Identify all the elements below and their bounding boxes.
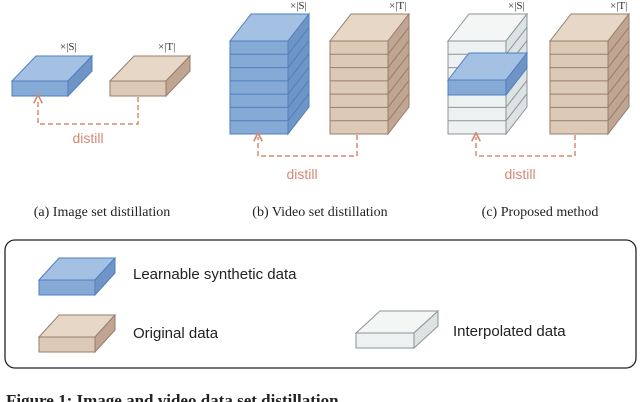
- legend-original-label: Original data: [133, 325, 219, 342]
- distill-label: distill: [504, 166, 535, 182]
- frame-divider: [330, 80, 410, 108]
- legend: Learnable synthetic data Original data I…: [4, 239, 637, 369]
- original-count-label: ×|T|: [610, 0, 627, 12]
- original-video-stack: [328, 12, 411, 136]
- synthetic-video-stack: [228, 12, 311, 136]
- learnable-synthetic-slab: [446, 51, 529, 97]
- frame-divider: [550, 66, 630, 95]
- frame-divider: [550, 80, 630, 108]
- frame-divider: [330, 93, 410, 122]
- frame-divider: [330, 26, 410, 55]
- legend-interpolated-label: Interpolated data: [453, 323, 566, 340]
- frame-divider: [230, 26, 310, 55]
- synthetic-count-label: ×|S|: [508, 0, 525, 12]
- frame-divider: [230, 93, 310, 122]
- panel-caption: (c) Proposed method: [482, 205, 599, 220]
- distill-arrow: [476, 135, 576, 157]
- panel-proposed-method: ×|S| ×|T| distill (c) Proposed method: [446, 0, 631, 220]
- frame-divider: [448, 80, 528, 108]
- legend-synthetic-label: Learnable synthetic data: [133, 266, 297, 283]
- frame-divider: [330, 53, 410, 82]
- synthetic-image-slab: [10, 54, 94, 98]
- synthetic-count-label: ×|S|: [60, 41, 77, 53]
- distill-arrow: [258, 135, 358, 157]
- frame-divider: [230, 80, 310, 108]
- frame-divider: [330, 66, 410, 95]
- frame-divider: [230, 40, 310, 69]
- distill-label: distill: [72, 130, 103, 146]
- figure-caption: Figure 1: Image and video data set disti…: [6, 391, 339, 402]
- frame-divider: [550, 40, 630, 69]
- frame-divider: [448, 93, 528, 122]
- panel-caption: (b) Video set distillation: [252, 205, 387, 220]
- frame-divider: [550, 93, 630, 122]
- original-count-label: ×|T|: [158, 41, 175, 53]
- original-image-slab: [108, 54, 192, 98]
- legend-box: [4, 239, 637, 369]
- legend-synthetic-swatch: [37, 256, 117, 297]
- distill-arrow: [38, 97, 139, 125]
- frame-divider: [230, 53, 310, 82]
- legend-interpolated-swatch: [354, 309, 440, 350]
- frame-divider: [330, 40, 410, 69]
- panel-caption: (a) Image set distillation: [34, 205, 170, 220]
- frame-divider: [550, 53, 630, 82]
- panel-image-set-distillation: ×|S| ×|T| distill (a) Image set distilla…: [10, 41, 192, 220]
- original-video-stack: [548, 12, 631, 136]
- original-count-label: ×|T|: [389, 0, 406, 12]
- distill-label: distill: [286, 166, 317, 182]
- legend-original-swatch: [37, 313, 117, 354]
- synthetic-count-label: ×|S|: [290, 0, 307, 12]
- frame-divider: [230, 66, 310, 95]
- frame-divider: [550, 26, 630, 55]
- panel-video-set-distillation: ×|S| ×|T| distill (b) Video set distilla…: [228, 0, 411, 220]
